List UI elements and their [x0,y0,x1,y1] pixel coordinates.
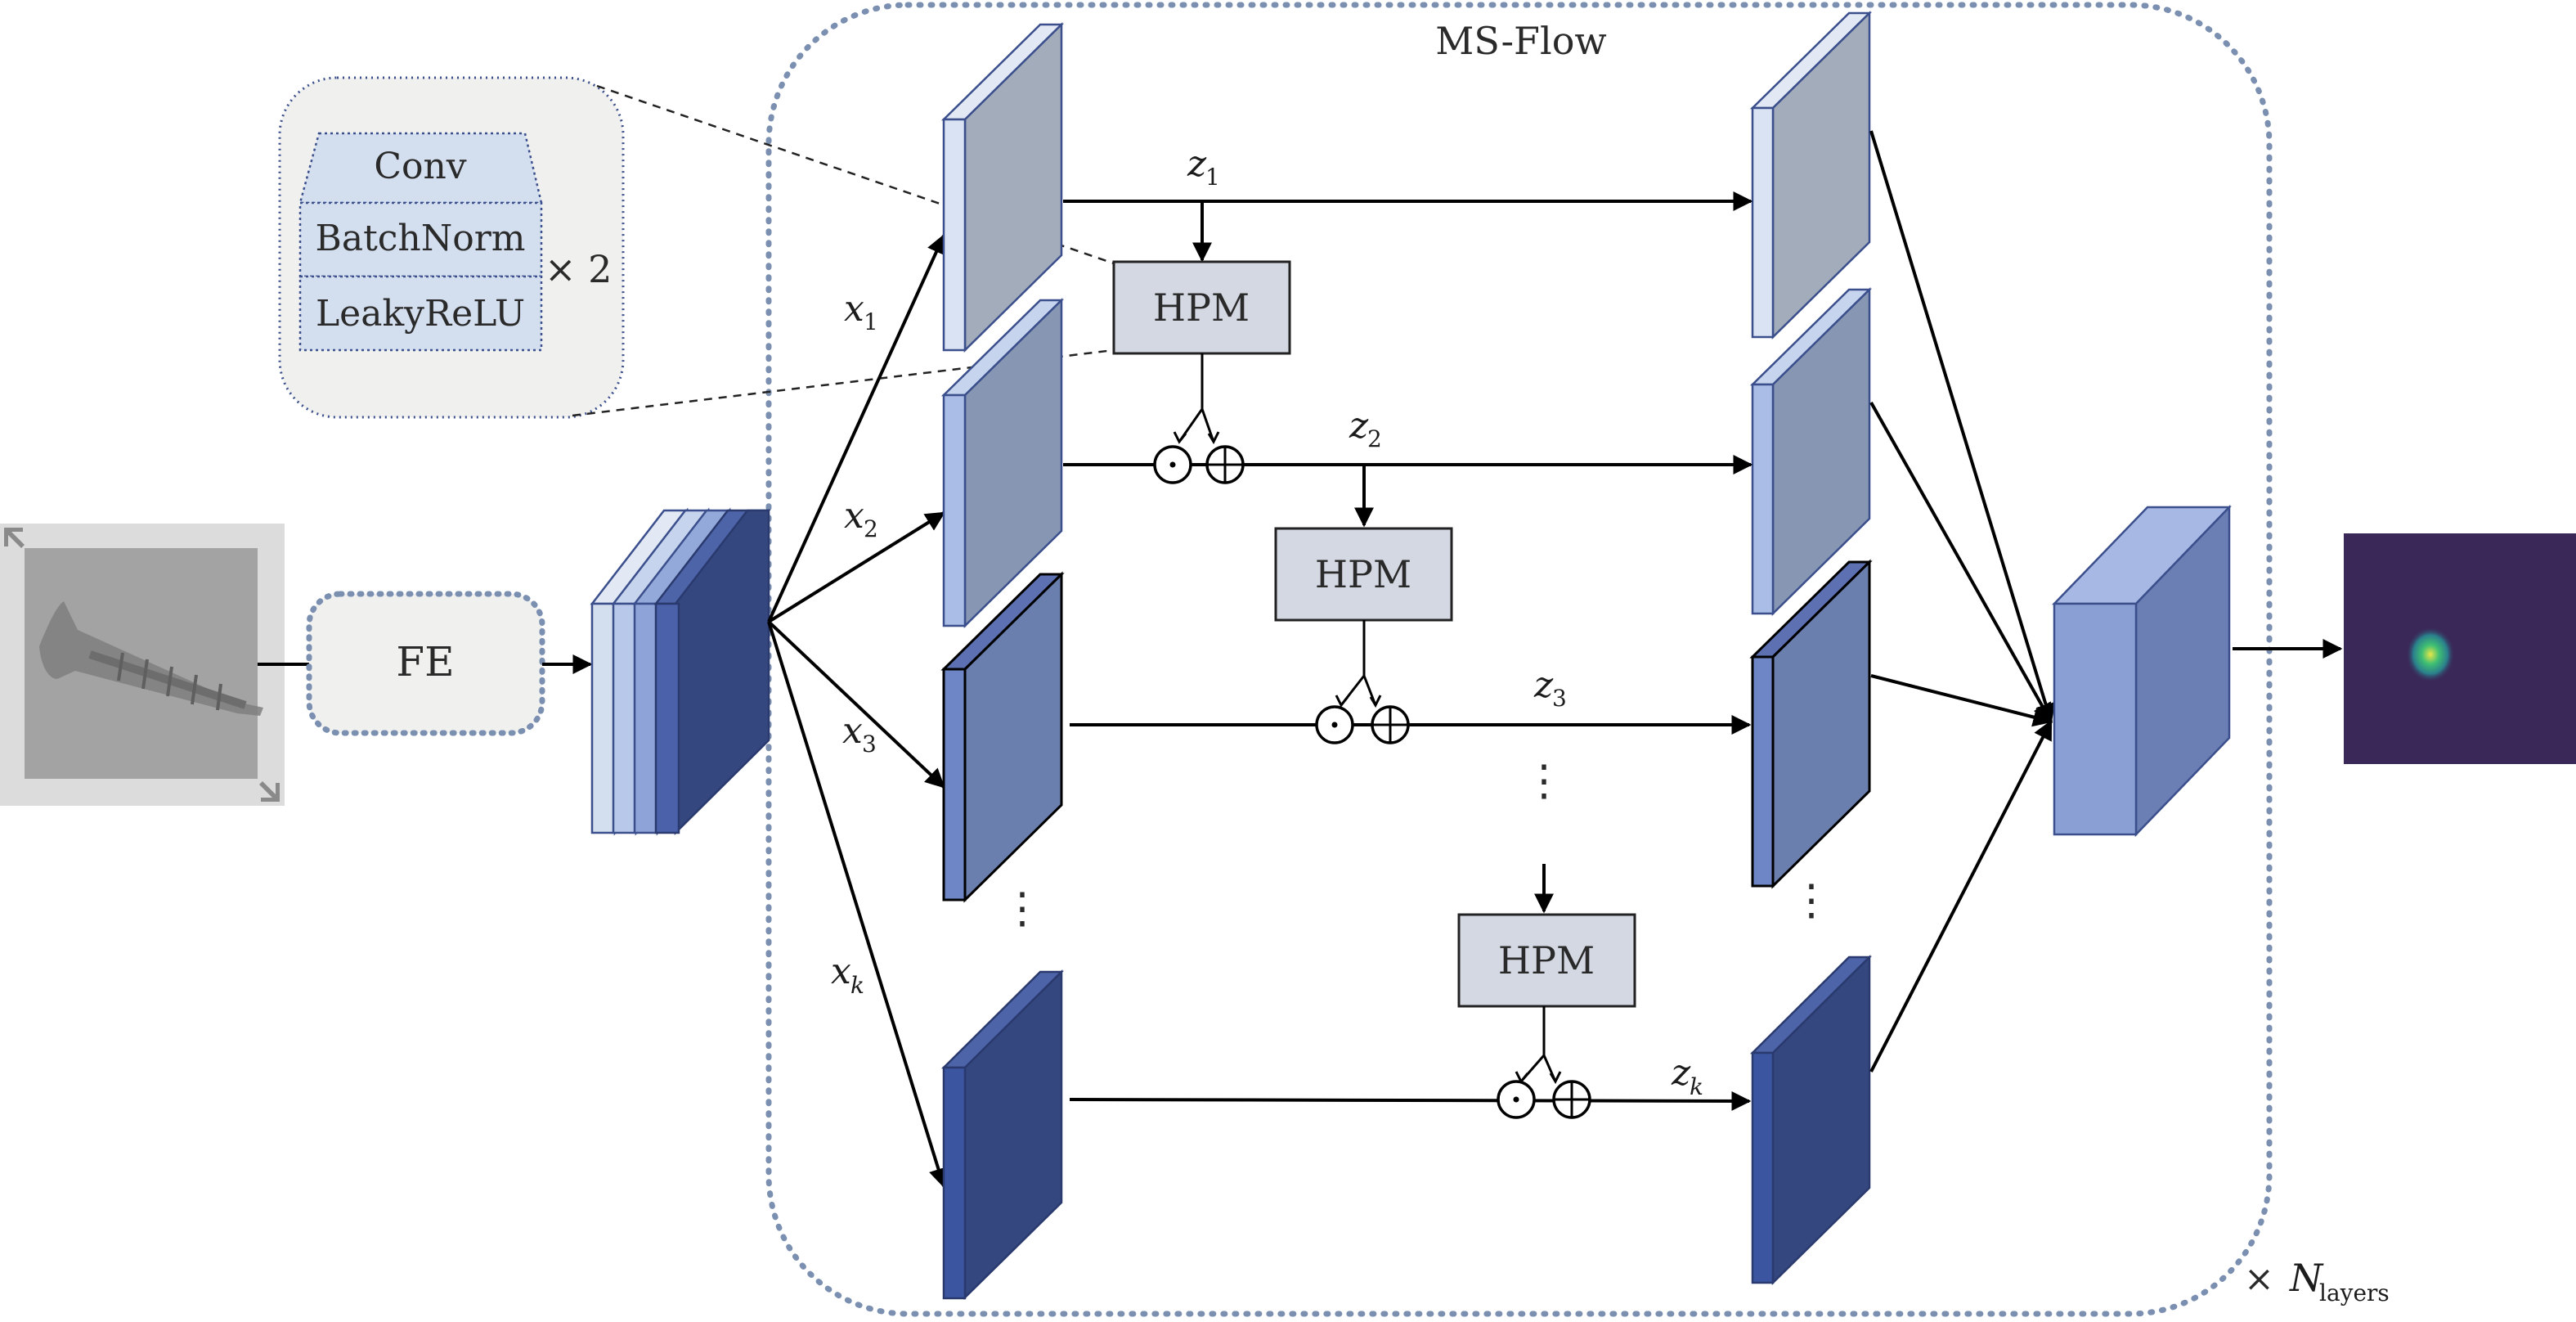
fuse-arrow-zk [1869,719,2053,1072]
input-block-x2 [940,298,1065,628]
output-block-z3 [1749,559,1873,889]
hpm-box-1 [1112,260,1291,355]
input-block-xk [940,969,1065,1300]
leakyrelu-layer [298,275,543,352]
hpm1-branch [1178,353,1215,443]
input-column-ellipsis: ⋮ [1001,884,1043,933]
leakyrelu-label: LeakyReLU [316,293,525,335]
input-block-x1 [940,22,1065,353]
label-z1: z 1 [1187,143,1220,191]
fanout-arrow-x1 [767,233,946,623]
label-z3: z 3 [1533,664,1567,712]
hpm-label-2: HPM [1315,552,1411,596]
svg-text:N: N [2289,1256,2324,1300]
hpm3-branch [1519,1006,1557,1082]
svg-text:3: 3 [862,731,877,758]
flow-line-zk [1069,1090,1752,1111]
svg-text:x: x [844,495,864,537]
label-xk: x k [831,951,864,999]
svg-text:z: z [1349,405,1369,447]
output-column-ellipsis: ⋮ [1790,876,1833,925]
hpm-label-1: HPM [1153,286,1250,330]
batchnorm-layer [298,201,543,278]
input-block-x3 [940,571,1065,903]
svg-text:k: k [1690,1073,1703,1100]
output-block-z2 [1749,287,1873,616]
anomaly-heatmap [2344,533,2576,764]
label-zk: z k [1671,1052,1703,1100]
conv-label: Conv [374,146,466,187]
hpm-label-3: HPM [1498,938,1595,983]
input-image [0,524,285,806]
batchnorm-label: BatchNorm [316,218,526,259]
svg-text:3: 3 [1552,685,1567,712]
svg-text:x: x [842,710,863,752]
conv-layer [298,132,543,205]
fuse-arrow-z2 [1869,402,2053,724]
svg-text:layers: layers [2319,1279,2390,1306]
label-x1: x 1 [844,288,878,335]
fanout-arrow-x2 [767,511,946,623]
hpm-box-3 [1457,913,1636,1008]
middle-column-ellipsis: ⋮ [1523,757,1565,806]
svg-text:z: z [1533,664,1554,706]
subnet-multiplier: × 2 [545,247,612,291]
fuse-arrow-z3 [1870,674,2053,727]
zoom-line-bottom [572,348,1115,417]
output-block-zk [1749,955,1873,1285]
label-z2: z 2 [1349,405,1382,452]
zoom-line-top [596,84,1115,265]
svg-text:1: 1 [1205,164,1220,191]
feature-stack [590,507,771,836]
ms-flow-title: MS-Flow [1435,19,1607,63]
fuse-arrow-z1 [1869,130,2056,724]
fe-label: FE [396,638,454,686]
svg-text:x: x [844,288,864,330]
svg-text:z: z [1671,1052,1691,1094]
svg-text:x: x [831,951,851,992]
label-x3: x 3 [842,710,877,758]
svg-text:z: z [1187,143,1207,185]
hpm-box-2 [1274,527,1453,622]
fused-output-block [2052,504,2232,838]
svg-text:k: k [850,972,864,999]
output-block-z1 [1749,11,1873,339]
hpm2-branch [1340,620,1377,706]
fanout-arrow-xk [767,621,949,1189]
repeat-label: × N layers [2244,1256,2390,1306]
label-x2: x 2 [844,495,878,542]
svg-text:1: 1 [864,308,878,335]
svg-text:2: 2 [864,515,878,542]
svg-text:2: 2 [1367,425,1382,452]
fanout-arrow-x3 [767,620,945,789]
svg-text:×: × [2244,1258,2274,1300]
